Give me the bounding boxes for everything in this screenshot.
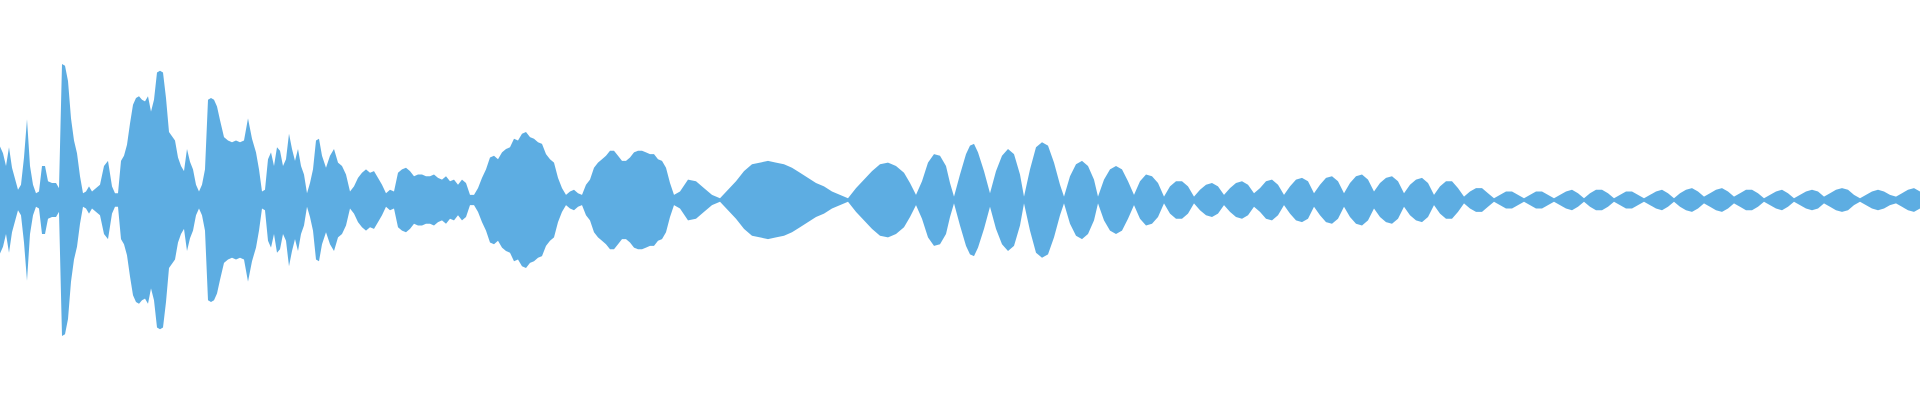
waveform-shape	[0, 64, 1920, 336]
